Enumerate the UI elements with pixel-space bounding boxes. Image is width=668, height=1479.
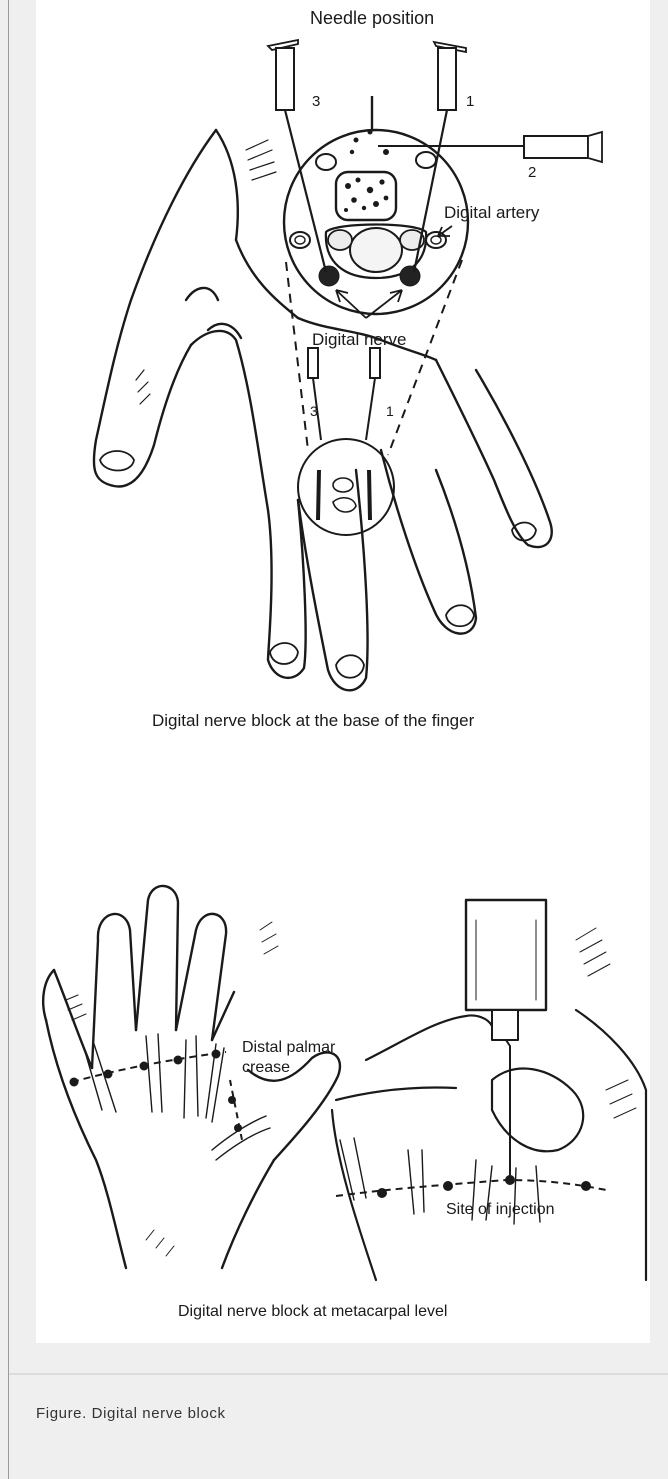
figure-caption: Figure. Digital nerve block	[36, 1405, 226, 1422]
top-illustration-caption: Digital nerve block at the base of the f…	[152, 711, 475, 730]
digital-nerve-block-illustration: Needle position 3 1 2 Digital artery Dig…	[36, 0, 650, 1343]
metacarpal-crease-line	[336, 1175, 606, 1198]
needle-3-number: 3	[312, 93, 320, 110]
digital-nerve-label: Digital nerve	[312, 330, 407, 349]
distal-palmar-label-line1: Distal palmar	[242, 1039, 336, 1056]
distal-palmar-label-line2: crease	[242, 1059, 290, 1076]
bottom-illustration-caption: Digital nerve block at metacarpal level	[178, 1303, 447, 1320]
finger-base-detail-circle	[298, 439, 394, 535]
left-frame-border	[8, 0, 9, 1479]
digital-artery-label: Digital artery	[444, 203, 540, 222]
finger-cross-section	[284, 96, 468, 314]
needle-1-number: 1	[466, 93, 474, 110]
small-needle-3-number: 3	[310, 403, 318, 419]
caption-divider	[9, 1373, 668, 1375]
site-of-injection-label: Site of injection	[446, 1201, 555, 1218]
finger-needles	[308, 348, 380, 440]
needle-2-number: 2	[528, 164, 536, 181]
needle-position-label: Needle position	[310, 8, 434, 28]
small-needle-1-number: 1	[386, 403, 394, 419]
injection-hand-drawing	[332, 900, 646, 1280]
figure-image-panel: Needle position 3 1 2 Digital artery Dig…	[36, 0, 650, 1343]
